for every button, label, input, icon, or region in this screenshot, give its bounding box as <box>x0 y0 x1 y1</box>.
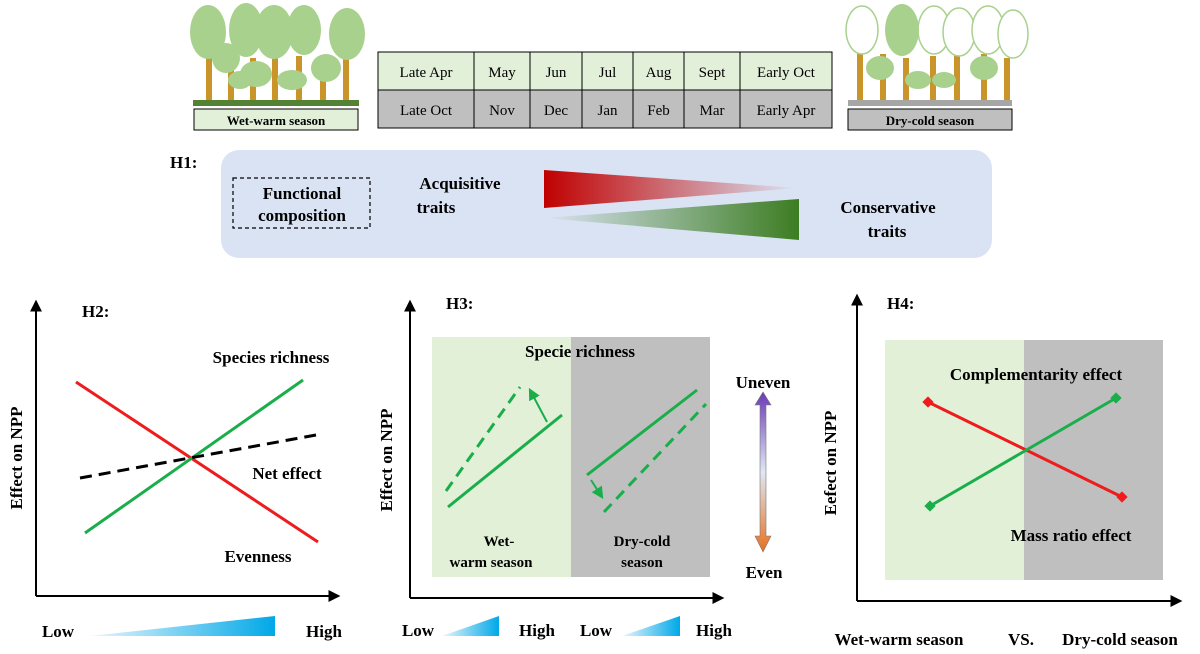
h2-richness-label: Species richness <box>213 348 330 367</box>
calendar-dry-month: Late Oct <box>400 103 453 119</box>
calendar-wet-month: Early Oct <box>757 65 816 81</box>
h4-y-label: Eefect on NPP <box>821 411 840 516</box>
calendar-wet-month: May <box>488 65 516 81</box>
calendar-dry-month: Mar <box>700 103 725 119</box>
calendar-wet-row-bg <box>378 52 832 90</box>
h3-wet-label-2: warm season <box>450 555 534 571</box>
dry-season-box <box>847 108 1013 131</box>
functional-composition-label-2: composition <box>258 206 346 225</box>
h4-wet-region <box>885 340 1024 580</box>
dry-forest-illustration: Dry-cold season <box>845 4 1029 131</box>
h3-dry-label-1: Dry-cold <box>614 534 671 550</box>
h4-complementarity-label: Complementarity effect <box>950 365 1123 384</box>
conservative-label-2: traits <box>868 222 907 241</box>
h3-x-gradient-1 <box>442 616 499 636</box>
functional-composition-label-1: Functional <box>263 184 342 203</box>
h3-wet-region <box>432 337 571 577</box>
acquisitive-wedge <box>544 170 798 208</box>
h2-evenness-line <box>75 380 319 544</box>
calendar-wet-month: Jul <box>599 65 617 81</box>
dry-ground <box>848 100 1012 106</box>
h4-mass-ratio-start <box>922 396 934 408</box>
conservative-label-1: Conservative <box>840 198 936 217</box>
h3-title: Specie richness <box>525 342 635 361</box>
calendar-wet-month: Sept <box>699 65 727 81</box>
h2-net-effect-label: Net effect <box>252 464 322 483</box>
h4-tag: H4: <box>887 294 914 313</box>
h4-complementarity-line <box>929 396 1117 508</box>
dry-crowns-empty <box>845 5 1029 59</box>
h3-x-gradient-2 <box>622 616 680 636</box>
calendar-wet-month: Aug <box>646 65 672 81</box>
h3-dry-shift-arrow <box>590 479 604 500</box>
calendar-wet-month: Late Apr <box>400 65 453 81</box>
h3-x-low-2: Low <box>580 621 613 640</box>
wet-ground <box>193 100 359 106</box>
h3-panel: H3: Effect on NPP Specie richness Wet- w… <box>377 294 791 640</box>
h1-panel: H1: Functional composition Acquisitive t… <box>170 150 992 258</box>
h4-complementarity-end <box>1110 392 1122 404</box>
wet-crowns <box>190 3 365 90</box>
h1-tag: H1: <box>170 153 197 172</box>
h2-tag: H2: <box>82 302 109 321</box>
h3-wet-dashed-line <box>444 386 522 492</box>
h3-y-label: Effect on NPP <box>377 409 396 512</box>
calendar-dry-month: Jan <box>598 103 618 119</box>
dry-season-label: Dry-cold season <box>886 113 975 128</box>
dry-crowns-leafy <box>866 4 998 89</box>
conservative-wedge <box>544 199 799 240</box>
h3-dry-label-2: season <box>621 555 663 571</box>
h2-x-low: Low <box>42 622 75 641</box>
h2-x-gradient <box>90 616 275 636</box>
h3-uneven-label: Uneven <box>736 373 791 392</box>
calendar-dry-month: Nov <box>489 103 515 119</box>
wet-season-box <box>193 108 359 131</box>
acquisitive-label-2: traits <box>417 198 456 217</box>
h2-net-effect-line <box>79 433 317 480</box>
h3-x-high-2: High <box>696 621 732 640</box>
calendar-dry-month: Early Apr <box>757 103 816 119</box>
h3-tag: H3: <box>446 294 473 313</box>
h4-complementarity-start <box>924 500 936 512</box>
h2-panel: H2: Effect on NPP Species richness Net e… <box>7 299 342 641</box>
h4-mass-ratio-end <box>1116 491 1128 503</box>
h4-x-right: Dry-cold season <box>1062 630 1178 649</box>
functional-composition-box <box>232 177 371 229</box>
h3-wet-label-1: Wet- <box>484 534 515 550</box>
h3-wet-shift-arrow <box>528 387 548 423</box>
calendar-dry-month: Dec <box>544 103 568 119</box>
h3-x-low-1: Low <box>402 621 435 640</box>
h3-dry-region <box>571 337 710 577</box>
h3-dry-dashed-line <box>602 402 708 514</box>
h4-x-left: Wet-warm season <box>835 630 964 649</box>
h3-wet-solid-line <box>447 413 563 509</box>
calendar-dry-row-bg <box>378 90 832 128</box>
calendar-wet-month: Jun <box>546 65 567 81</box>
calendar-dry-month: Feb <box>647 103 670 119</box>
h1-box <box>221 150 992 258</box>
h4-panel: H4: Eefect on NPP Complementarity effect… <box>821 293 1183 649</box>
h4-x-vs: VS. <box>1008 630 1034 649</box>
h3-x-high-1: High <box>519 621 555 640</box>
h3-dry-solid-line <box>586 388 698 477</box>
h3-evenness-arrow <box>754 391 772 553</box>
h2-y-label: Effect on NPP <box>7 407 26 510</box>
h4-mass-ratio-label: Mass ratio effect <box>1011 526 1132 545</box>
h3-even-label: Even <box>746 563 783 582</box>
wet-season-label: Wet-warm season <box>227 113 326 128</box>
acquisitive-label-1: Acquisitive <box>419 174 501 193</box>
h2-evenness-label: Evenness <box>224 547 291 566</box>
calendar-grid <box>377 51 833 129</box>
h2-x-high: High <box>306 622 342 641</box>
wet-forest-illustration: Wet-warm season <box>190 3 365 131</box>
